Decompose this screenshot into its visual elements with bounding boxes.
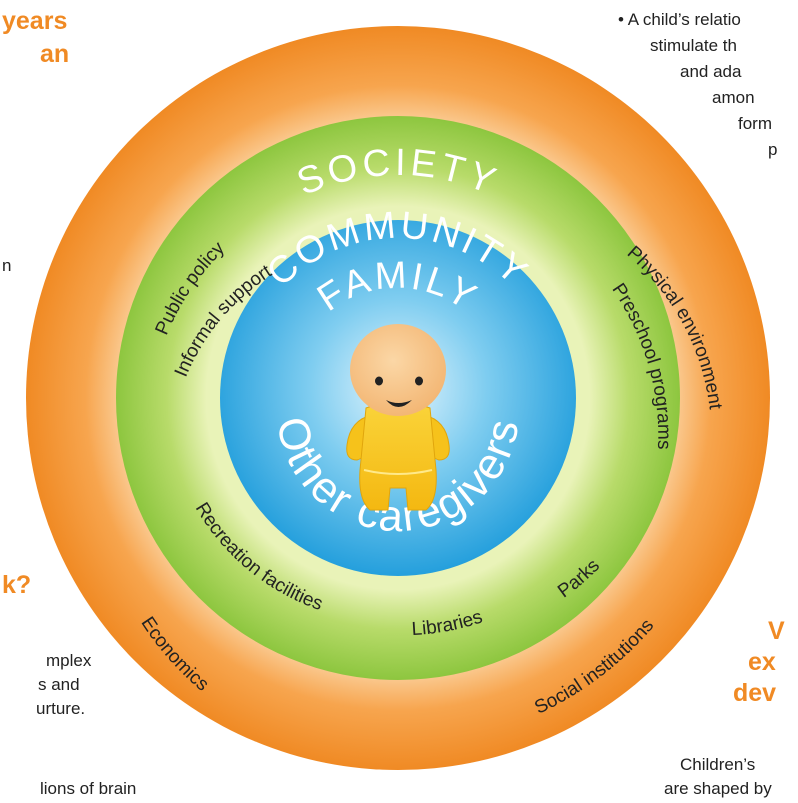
right-heading-v: V [768, 617, 785, 645]
left-text-brain: lions of brain [40, 779, 137, 798]
right-text-childrens: Children’s [680, 755, 756, 774]
left-heading-k: k? [2, 571, 32, 599]
left-text-mplex: mplex [46, 651, 92, 670]
right-heading-dev: dev [733, 679, 777, 707]
right-bullet-line-4: amon [712, 88, 755, 107]
left-text-urture: urture. [36, 699, 86, 718]
right-bullet-line-2: stimulate th [650, 36, 737, 55]
baby-left-eye [375, 376, 383, 386]
right-heading-ex: ex [748, 648, 776, 676]
left-text-s-and: s and [38, 675, 80, 694]
baby-smile [386, 400, 412, 407]
baby-illustration [346, 324, 450, 511]
left-heading-an: an [40, 40, 70, 68]
baby-head [350, 324, 446, 416]
right-bullet-line-5: form [738, 114, 772, 133]
right-bullet-line-1: • A child’s relatio [618, 10, 741, 29]
right-bullet-line-3: and ada [680, 62, 742, 81]
baby-right-eye [415, 376, 423, 386]
right-text-shaped: are shaped by [664, 779, 772, 798]
right-bullet-line-6: p [768, 140, 778, 159]
left-heading-years: years [2, 7, 68, 35]
left-text-n: n [2, 256, 12, 275]
